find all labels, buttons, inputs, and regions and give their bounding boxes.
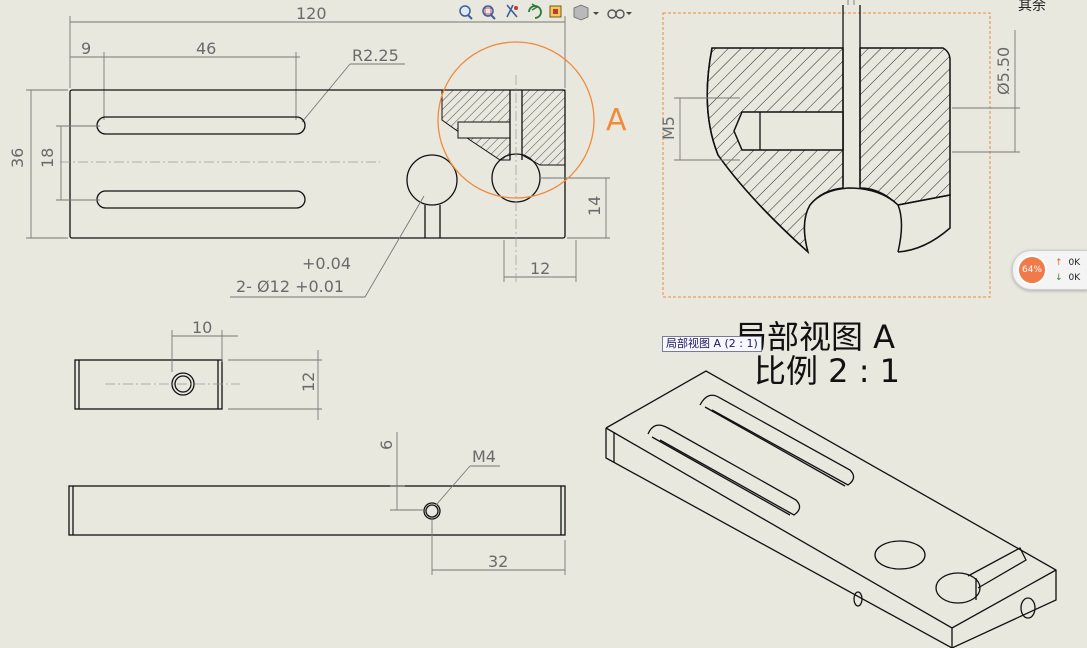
dim-m4: M4 <box>472 447 496 466</box>
view-toolbar <box>459 3 632 21</box>
dim-d550: Ø5.50 <box>994 47 1013 95</box>
download-speed: ↓0K <box>1055 273 1081 283</box>
side-view[interactable]: 10 12 <box>74 318 322 420</box>
zoom-area-icon[interactable] <box>482 5 496 20</box>
detail-view-tooltip: 局部视图 A (2 : 1) <box>662 336 762 352</box>
dim-6: 6 <box>377 440 396 450</box>
isometric-view[interactable] <box>605 370 1057 648</box>
dim-46: 46 <box>196 39 216 58</box>
upload-speed: ↑0K <box>1055 258 1081 268</box>
dim-9: 9 <box>81 39 91 58</box>
download-arrow-icon: ↓ <box>1055 273 1063 283</box>
dim-36: 36 <box>8 148 27 168</box>
pan-icon[interactable] <box>506 4 518 18</box>
dim-32: 32 <box>488 552 508 571</box>
network-percent-badge: 64% <box>1017 255 1047 285</box>
3d-view-icon[interactable] <box>549 5 562 18</box>
dim-tolerance-upper: +0.04 <box>302 254 351 273</box>
upload-arrow-icon: ↑ <box>1055 258 1063 268</box>
front-view[interactable]: 6 M4 32 <box>68 432 566 575</box>
detail-scale: 比例 2 : 1 <box>754 352 900 390</box>
dim-18: 18 <box>38 148 57 168</box>
network-speed-widget[interactable]: 64% ↑0K ↓0K <box>1012 250 1087 290</box>
dim-hole-callout: 2- Ø12 +0.01 <box>236 277 344 296</box>
dim-12-side: 12 <box>299 372 318 392</box>
top-view[interactable]: 120 9 46 R2.25 36 <box>8 4 627 298</box>
zoom-to-fit-icon[interactable] <box>459 5 473 20</box>
dim-m5: M5 <box>659 116 678 140</box>
dim-12-bottom: 12 <box>530 259 550 278</box>
detail-letter: A <box>606 103 627 138</box>
dim-14: 14 <box>585 196 604 216</box>
detail-view-a[interactable]: M5 Ø5.50 <box>659 0 1020 298</box>
detail-circle[interactable] <box>437 41 595 199</box>
detail-frame <box>662 12 991 298</box>
display-style-icon[interactable] <box>573 4 599 21</box>
rotate-icon[interactable] <box>528 3 542 19</box>
dim-r225: R2.25 <box>352 46 399 65</box>
dim-10: 10 <box>192 318 212 337</box>
dim-120: 120 <box>296 4 327 23</box>
top-right-label: 其余 <box>1018 0 1046 14</box>
view-orientation-icon[interactable] <box>607 9 632 19</box>
